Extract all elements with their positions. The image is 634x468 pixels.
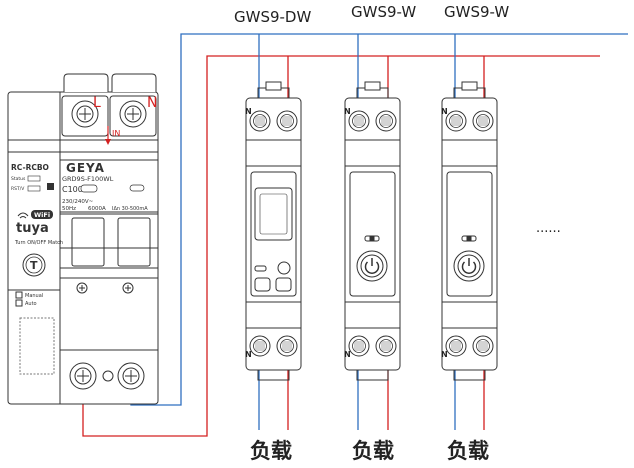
rating-label: C100: [62, 185, 83, 194]
lock-icon: [47, 183, 54, 190]
device1-model-label: GWS9-DW: [234, 8, 311, 26]
device-1: NN: [245, 81, 302, 381]
device2-load-label: 负载: [352, 439, 394, 463]
wifi-icon: [17, 212, 29, 219]
rcbo-breaker: [7, 73, 159, 405]
manual-label: Manual: [25, 293, 43, 299]
capacity-label: 6000A: [88, 206, 106, 212]
device1-n-top-label: N: [245, 107, 252, 116]
brand-label: GEYA: [66, 161, 105, 175]
in-label: IN: [112, 129, 120, 138]
device1-knob-button[interactable]: [277, 261, 291, 275]
device1-load-label: 负载: [250, 439, 292, 463]
device-3: NN: [441, 81, 498, 381]
power-icon: [364, 261, 380, 274]
more-devices-indicator: ......: [536, 221, 561, 236]
device2-model-label: GWS9-W: [351, 3, 416, 21]
live-bus-wire: [82, 55, 600, 437]
device1-right-button[interactable]: [275, 277, 292, 292]
phase-L-label: L: [93, 95, 101, 111]
match-label: Turn ON/OFF Match: [14, 240, 63, 246]
device3-load-label: 负载: [447, 439, 489, 463]
auto-label: Auto: [25, 301, 37, 307]
device3-model-label: GWS9-W: [444, 3, 509, 21]
device-2: NN: [344, 81, 401, 381]
status-label: Status: [11, 176, 26, 182]
device3-n-bottom-label: N: [441, 350, 448, 359]
tuya-label: tuya: [16, 221, 49, 236]
rcbo-labels: L N IN RC-RCBO Status RST/V WiFi tuya Tu…: [11, 95, 157, 307]
device1-n-bottom-label: N: [245, 350, 252, 359]
device1-display: [254, 187, 293, 241]
frequency-label: 50Hz: [62, 206, 76, 212]
power-icon: [461, 261, 477, 274]
device1-indicator: [254, 265, 267, 272]
phase-N-label: N: [147, 95, 157, 111]
breaker-model-label: GRD9S-F100WL: [62, 175, 114, 183]
rcbo-type-label: RC-RCBO: [11, 163, 49, 172]
device2-n-bottom-label: N: [344, 350, 351, 359]
residual-label: IΔn 30-500mA: [112, 206, 148, 212]
device2-n-top-label: N: [344, 107, 351, 116]
device3-n-top-label: N: [441, 107, 448, 116]
voltage-label: 230/240V~: [62, 199, 94, 205]
device1-left-button[interactable]: [254, 277, 271, 292]
t-button-label: T: [30, 259, 38, 272]
rst-label: RST/V: [11, 186, 25, 192]
wifi-label: WiFi: [34, 211, 50, 219]
